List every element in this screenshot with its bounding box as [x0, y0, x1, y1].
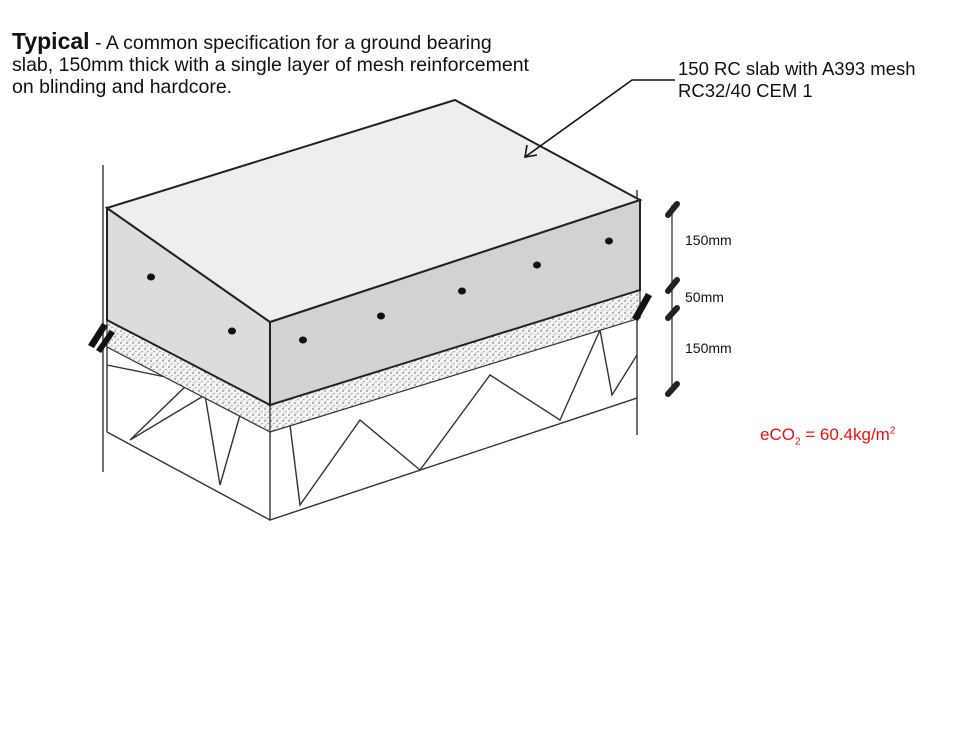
dimension-line	[665, 201, 680, 397]
mesh-reinforcement-dots	[147, 237, 613, 344]
description-separator: -	[89, 32, 106, 54]
eco2-subscript: 2	[794, 436, 801, 448]
hardcore-layer	[102, 165, 638, 521]
callout-arrow	[524, 79, 675, 158]
callout-line-2: RC32/40 CEM 1	[678, 80, 813, 101]
break-symbols	[88, 293, 652, 353]
eco2-prefix: eCO	[760, 425, 795, 444]
slab-top-face	[104, 98, 643, 324]
callout-line-1: 150 RC slab with A393 mesh	[678, 58, 916, 79]
slab-callout: 150 RC slab with A393 mesh RC32/40 CEM 1	[678, 58, 916, 102]
embodied-carbon-value: eCO2 = 60.4kg/m2	[760, 425, 895, 447]
dimension-slab: 150mm	[685, 232, 732, 248]
description: Typical - A common specification for a g…	[12, 28, 532, 99]
description-text: A common specification for a ground bear…	[12, 32, 529, 98]
dimension-blinding: 50mm	[685, 289, 724, 305]
description-title: Typical	[12, 28, 90, 54]
dimension-hardcore: 150mm	[685, 340, 732, 356]
eco2-value: = 60.4kg/m	[800, 425, 890, 444]
eco2-superscript: 2	[889, 425, 896, 437]
